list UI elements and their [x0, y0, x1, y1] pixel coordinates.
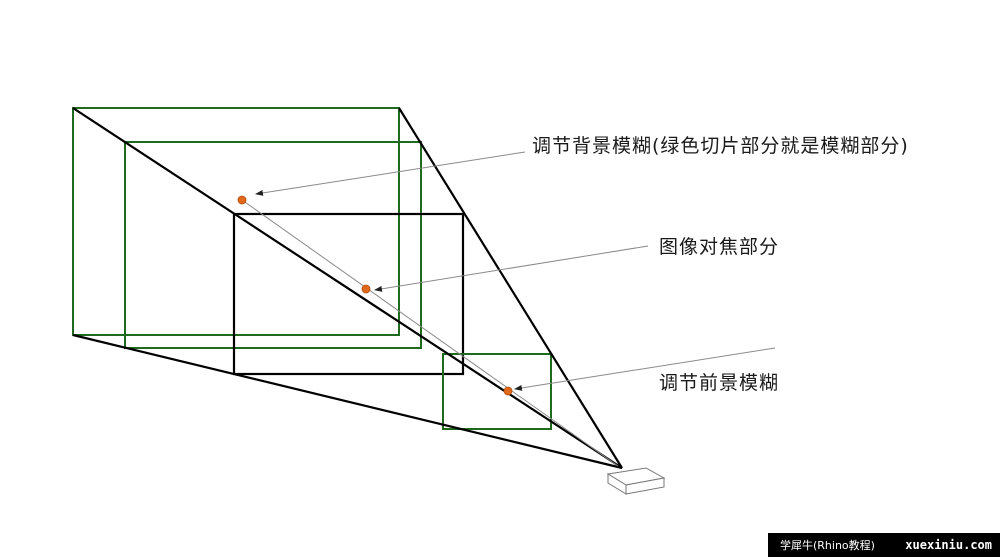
- foreground-blur-label: 调节前景模糊: [659, 372, 780, 394]
- foreground-blur-point: [503, 386, 513, 396]
- focus-part-label: 图像对焦部分: [659, 236, 780, 258]
- frustum-edge-diagonal: [72, 107, 623, 469]
- background-blur-slice-near: [124, 141, 422, 349]
- focus-plane: [232, 212, 465, 376]
- background-blur-label: 调节背景模糊(绿色切片部分就是模糊部分): [532, 135, 909, 157]
- leader-line-foreground: [514, 347, 776, 391]
- foreground-blur-slice: [442, 353, 552, 430]
- background-blur-slice-far: [72, 107, 400, 336]
- watermark-site-url: xuexiniu.com: [905, 538, 992, 552]
- focus-point: [361, 284, 371, 294]
- frustum-edge-bottom: [72, 333, 623, 470]
- site-watermark: 学犀牛(Rhino教程) xuexiniu.com: [768, 533, 1000, 557]
- camera-sight-line: [241, 199, 619, 467]
- leader-line-focus: [374, 245, 649, 292]
- frustum-edge-top: [398, 107, 623, 469]
- leader-line-background: [255, 151, 526, 196]
- watermark-site-name: 学犀牛(Rhino教程): [780, 539, 875, 552]
- background-blur-point: [237, 195, 247, 205]
- camera-icon: [606, 467, 666, 495]
